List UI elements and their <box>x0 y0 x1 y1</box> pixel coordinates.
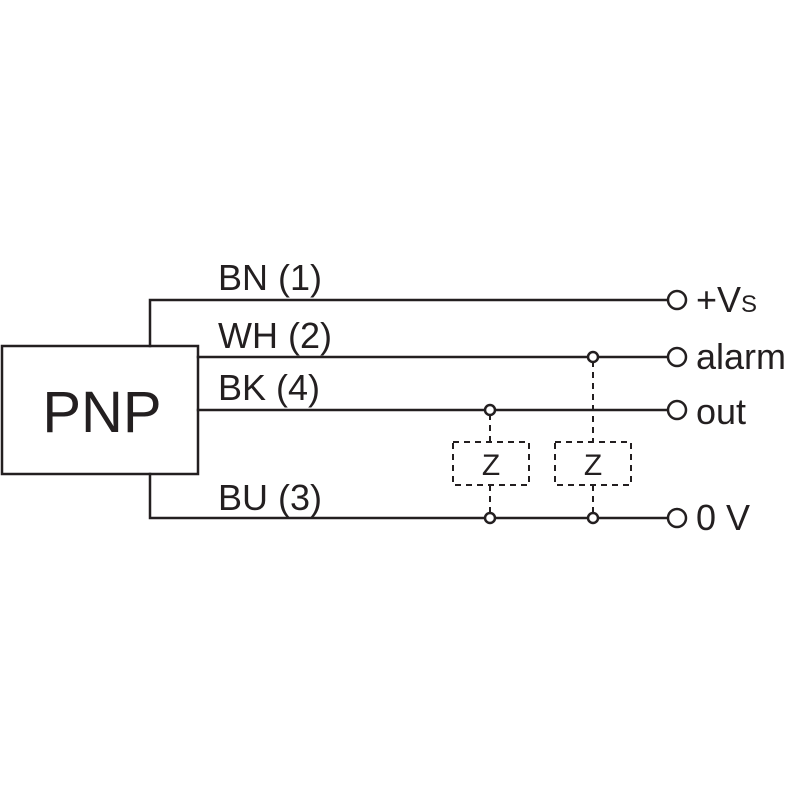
wire-label-wh: WH (2) <box>218 315 332 356</box>
wire-label-bk: BK (4) <box>218 367 320 408</box>
wire-bu: BU (3) 0 V <box>148 472 750 538</box>
wire-bn: BN (1) +VS <box>148 257 757 348</box>
terminal-vs <box>666 289 688 311</box>
terminal-label-vs-sub: S <box>741 291 757 318</box>
terminal-label-0v: 0 V <box>696 497 750 538</box>
terminal-out <box>666 399 688 421</box>
junction-alarm <box>586 350 600 364</box>
load-label-alarm: Z <box>584 449 602 482</box>
sensor-box <box>0 344 200 476</box>
terminal-label-vs: +VS <box>696 279 757 320</box>
terminal-alarm <box>666 346 688 368</box>
terminal-label-alarm: alarm <box>696 336 786 377</box>
wire-bk: BK (4) out <box>196 367 746 432</box>
junction-0v-b <box>586 511 600 525</box>
terminal-label-out: out <box>696 391 746 432</box>
load-out: Z <box>452 403 530 525</box>
wire-label-bn: BN (1) <box>218 257 322 298</box>
terminal-0v <box>666 507 688 529</box>
sensor-label: PNP <box>42 380 161 445</box>
wire-wh: WH (2) alarm <box>196 315 786 377</box>
terminal-label-vs-main: +V <box>696 279 741 320</box>
load-alarm: Z <box>554 350 632 525</box>
junction-0v-a <box>483 511 497 525</box>
load-label-out: Z <box>482 449 500 482</box>
junction-out <box>483 403 497 417</box>
wire-label-bu: BU (3) <box>218 477 322 518</box>
